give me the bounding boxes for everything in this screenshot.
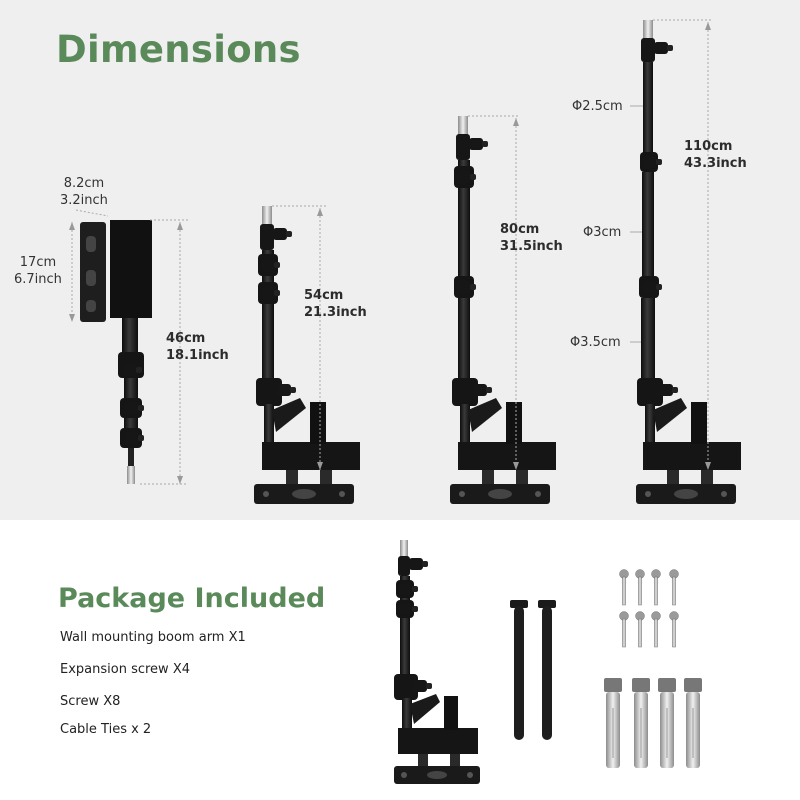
height-80cm-inch: 31.5inch [500,239,563,254]
height-80cm-cm: 80cm [500,222,540,237]
stand-54cm-illustration [254,206,360,504]
height-46cm-cm: 46cm [166,331,206,346]
height-54cm-inch: 21.3inch [304,305,367,320]
cable-ties-illustration [510,600,556,740]
package-item-screw: Screw X8 [60,694,121,709]
package-title: Package Included [58,583,326,614]
dimension-arrowheads [69,22,711,484]
diameter-bottom-label: Φ3.5cm [570,335,621,350]
height-80cm-label: 80cm 31.5inch [500,221,563,255]
diameter-middle-label: Φ3cm [583,225,622,240]
plate-height-inch: 6.7inch [14,272,62,287]
dimensions-title: Dimensions [56,28,301,71]
folded-width-label: 8.2cm 3.2inch [60,175,108,209]
package-arm-illustration [394,540,480,784]
plate-height-label: 17cm 6.7inch [14,254,62,288]
screws-illustration [619,569,679,648]
height-110cm-inch: 43.3inch [684,156,747,171]
folded-width-cm: 8.2cm [63,176,105,191]
height-54cm-label: 54cm 21.3inch [304,287,367,321]
plate-height-cm: 17cm [19,255,57,270]
dimension-lines [71,19,712,485]
bracket-body [110,220,152,318]
folded-width-inch: 3.2inch [60,193,108,208]
height-54cm-cm: 54cm [304,288,344,303]
stand-110cm-illustration [636,20,741,504]
folded-arm-illustration [80,220,152,484]
height-110cm-label: 110cm 43.3inch [684,138,747,172]
height-46cm-label: 46cm 18.1inch [166,330,229,364]
height-110cm-cm: 110cm [684,139,733,154]
expansion-screws-illustration [604,678,702,768]
stand-80cm-illustration [450,116,556,504]
package-item-boom-arm: Wall mounting boom arm X1 [60,630,246,645]
diameter-top-label: Φ2.5cm [572,99,623,114]
package-item-expansion-screw: Expansion screw X4 [60,662,190,677]
package-item-cable-ties: Cable Ties x 2 [60,722,152,737]
height-46cm-inch: 18.1inch [166,348,229,363]
